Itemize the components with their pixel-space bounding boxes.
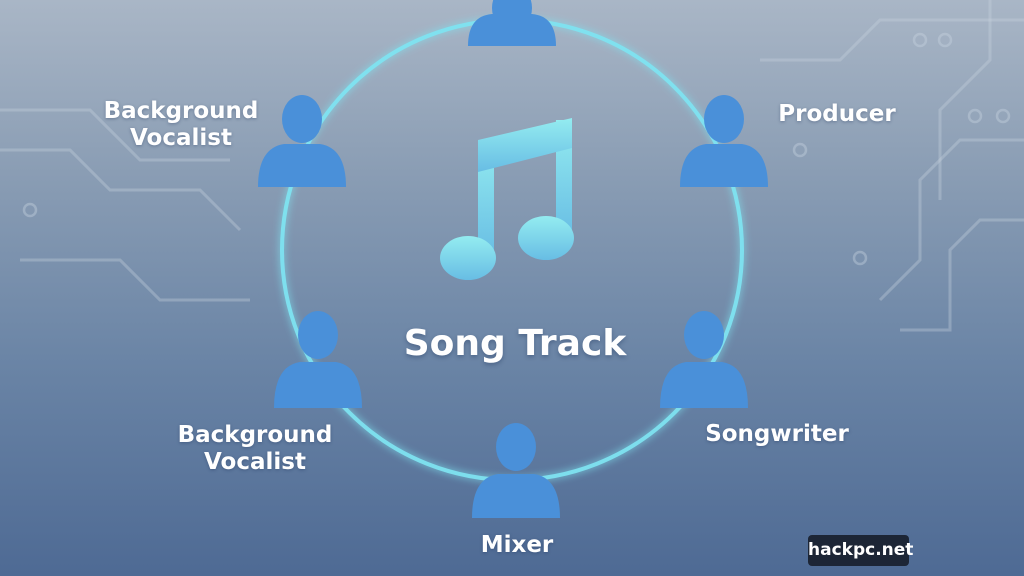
role-label-producer: Producer <box>778 101 896 127</box>
person-icon-top <box>468 0 556 46</box>
watermark: hackpc.net <box>808 535 913 566</box>
role-label-background-vocalist-top: Background Vocalist <box>103 98 259 151</box>
role-label-songwriter: Songwriter <box>705 421 849 447</box>
ring <box>280 18 744 482</box>
music-note-icon <box>440 118 574 280</box>
person-icon-background-vocalist-bottom <box>274 311 362 408</box>
role-label-mixer: Mixer <box>480 532 554 558</box>
person-icon-background-vocalist-top <box>258 95 346 187</box>
person-icon-mixer <box>472 423 560 518</box>
center-title: Song Track <box>403 323 627 364</box>
person-icon-producer <box>680 95 768 187</box>
role-label-background-vocalist-bottom: Background Vocalist <box>177 422 333 475</box>
person-icon-songwriter <box>660 311 748 408</box>
